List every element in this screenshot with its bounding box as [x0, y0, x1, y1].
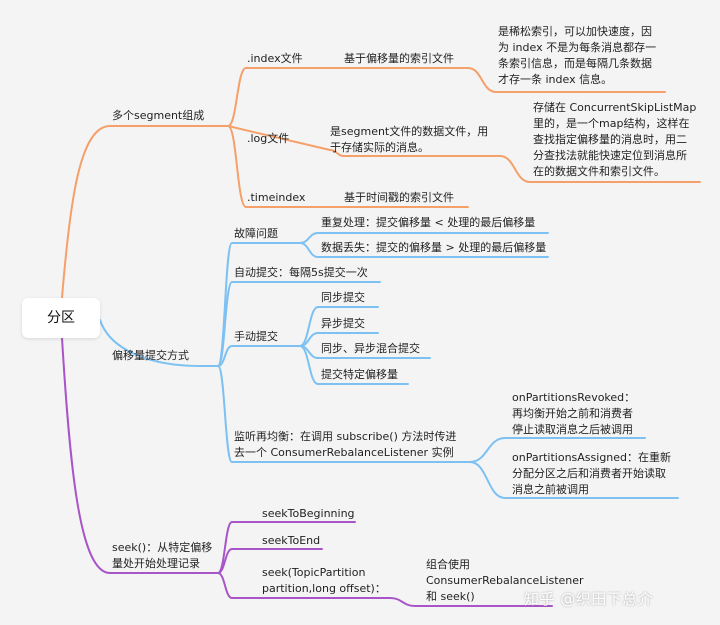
edge-index-note: [467, 67, 666, 93]
edge-seek-end: [217, 548, 323, 574]
seek-node-line-1[interactable]: seek()：从特定偏移: [112, 541, 213, 554]
revoked-line-1: onPartitionsRevoked：: [512, 391, 636, 404]
edge-segments-timeindex: [227, 125, 331, 208]
edge-rebalance-revoked: [469, 437, 646, 463]
seek-note-line-2: ConsumerRebalanceListener: [426, 574, 584, 587]
seek-node-line-2[interactable]: 量处开始处理记录: [112, 557, 200, 570]
edge-seek-partition: [217, 572, 391, 599]
seek-to-beginning: seekToBeginning: [262, 507, 355, 520]
segments-node[interactable]: 多个segment组成: [112, 109, 205, 122]
log-file-note-line-2: 里的，是一个map结构，这样在: [533, 117, 690, 130]
manual-item-specific: 提交特定偏移量: [321, 368, 398, 381]
revoked-line-2: 再均衡开始之前和消费者: [512, 407, 633, 420]
index-file-note-line-3: 条索引信息，而是每隔几条数据: [498, 57, 652, 70]
edge-root-seek: [61, 337, 219, 574]
index-file-note-line-2: 为 index 不是为每条消息都存一: [498, 41, 657, 54]
edge-segments-index: [227, 67, 331, 127]
manual-commit-node[interactable]: 手动提交: [234, 330, 278, 343]
root-node[interactable]: [22, 298, 100, 338]
watermark: 知乎 @织田下总介: [524, 590, 654, 608]
edge-root-segments: [61, 125, 229, 299]
edge-manual-specific: [299, 345, 409, 385]
timeindex-file-desc: 基于时间戳的索引文件: [344, 191, 454, 204]
auto-commit-node[interactable]: 自动提交：每隔5s提交一次: [234, 266, 368, 279]
index-file-note-line-4: 才存一条 index 信息。: [498, 73, 613, 86]
log-file-note-line-1: 存储在 ConcurrentSkipListMap: [533, 101, 697, 114]
root-node-label: 分区: [47, 310, 75, 326]
edge-rebalance-assigned: [469, 461, 679, 499]
edge-offset-auto: [217, 281, 381, 367]
rebalance-node-line-2[interactable]: 去一个 ConsumerRebalanceListener 实例: [234, 446, 454, 459]
rebalance-node-line-1[interactable]: 监听再均衡：在调用 subscribe() 方法时传进: [234, 430, 457, 443]
index-file-note-line-1: 是稀松索引，可以加快速度，因: [498, 25, 652, 38]
edge-log-note: [499, 155, 701, 183]
log-file-desc-line-1: 是segment文件的数据文件，用: [330, 125, 489, 138]
edge-log-desc: [329, 149, 501, 157]
edge-offset-rebalance: [217, 365, 471, 463]
log-file-note-line-4: 分查找法就能快速定位到消息所: [533, 149, 687, 162]
seek-note-line-3: 和 seek(): [426, 590, 475, 603]
failure-node[interactable]: 故障问题: [234, 227, 278, 240]
manual-item-mixed: 同步、异步混合提交: [321, 342, 420, 355]
failure-item-loss: 数据丢失：提交的偏移量 > 处理的最后偏移量: [321, 241, 547, 254]
edge-root-offset: [99, 319, 219, 367]
index-file-desc: 基于偏移量的索引文件: [344, 52, 454, 65]
log-file-note-line-5: 在的数据文件和索引文件。: [533, 165, 665, 178]
log-file-note-line-3: 查找指定偏移量的消息时，用二: [533, 133, 687, 146]
assigned-line-3: 消息之前被调用: [512, 483, 589, 496]
assigned-line-1: onPartitionsAssigned：在重新: [512, 451, 672, 464]
timeindex-file-node[interactable]: .timeindex: [247, 191, 306, 204]
failure-item-duplicate: 重复处理：提交偏移量 < 处理的最后偏移量: [321, 216, 536, 229]
seek-partition-line-2[interactable]: partition,long offset)：: [262, 582, 386, 595]
index-file-node[interactable]: .index文件: [247, 52, 303, 65]
seek-to-end: seekToEnd: [262, 534, 321, 547]
log-file-desc-line-2: 于存储实际的消息。: [330, 141, 429, 154]
manual-item-sync: 同步提交: [321, 291, 365, 304]
offset-commit-node[interactable]: 偏移量提交方式: [112, 349, 189, 362]
seek-note-line-1: 组合使用: [426, 558, 470, 571]
edge-partition-note: [389, 597, 553, 607]
manual-item-async: 异步提交: [321, 317, 365, 330]
assigned-line-2: 分配分区之后和消费者开始读取: [512, 467, 666, 480]
edge-failure-loss: [299, 242, 549, 258]
edge-segments-log: [227, 125, 331, 151]
edge-offset-manual: [217, 345, 301, 367]
seek-partition-line-1[interactable]: seek(TopicPartition: [262, 566, 366, 579]
log-file-node[interactable]: .log文件: [247, 132, 290, 145]
revoked-line-3: 停止读取消息之后被调用: [512, 423, 633, 436]
